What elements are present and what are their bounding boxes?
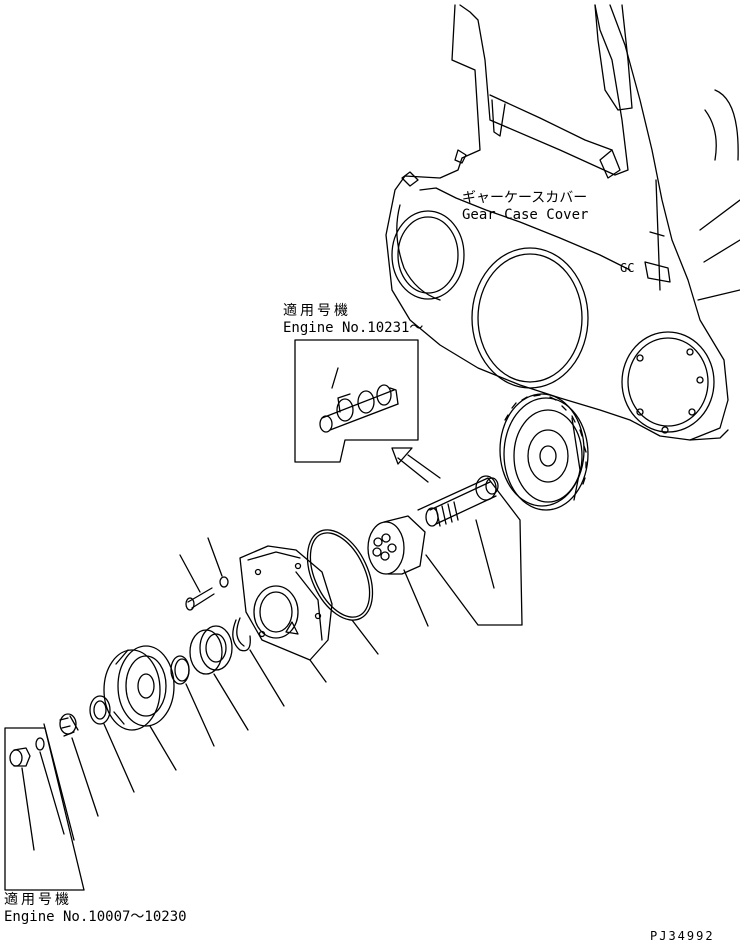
pulley — [104, 646, 176, 770]
bearing — [190, 626, 248, 730]
rotor-set — [368, 516, 428, 626]
o-ring — [294, 520, 385, 654]
gear-case-cover — [386, 5, 740, 440]
drawing-code: PJ34992 — [650, 929, 715, 943]
upper-inset-engine-range: Engine No.10231～ — [283, 320, 424, 336]
coil-spring — [60, 714, 98, 816]
gear-case-cover-label-jp: ギャーケースカバー — [462, 190, 588, 206]
lower-inset-frame — [5, 728, 84, 890]
reference-arrow — [392, 448, 440, 482]
bolt — [180, 555, 214, 610]
gear-case-cover-marking: GC — [620, 261, 635, 275]
pump-shaft — [418, 476, 522, 625]
drive-gear — [500, 394, 588, 510]
lower-inset-plug — [10, 738, 64, 850]
lower-inset-engine-range: Engine No.10007～10230 — [4, 909, 187, 925]
pump-body — [240, 546, 332, 682]
snap-ring — [233, 618, 284, 706]
upper-inset-title: 適用号機 — [283, 303, 351, 319]
upper-inset-frame — [295, 340, 418, 462]
spacer — [90, 696, 134, 792]
retaining-ring — [171, 656, 214, 746]
upper-inset-shaft — [320, 368, 398, 432]
washer — [208, 538, 228, 587]
gear-case-cover-label-en: Gear Case Cover — [462, 207, 589, 223]
lower-inset-title: 適用号機 — [4, 892, 72, 908]
